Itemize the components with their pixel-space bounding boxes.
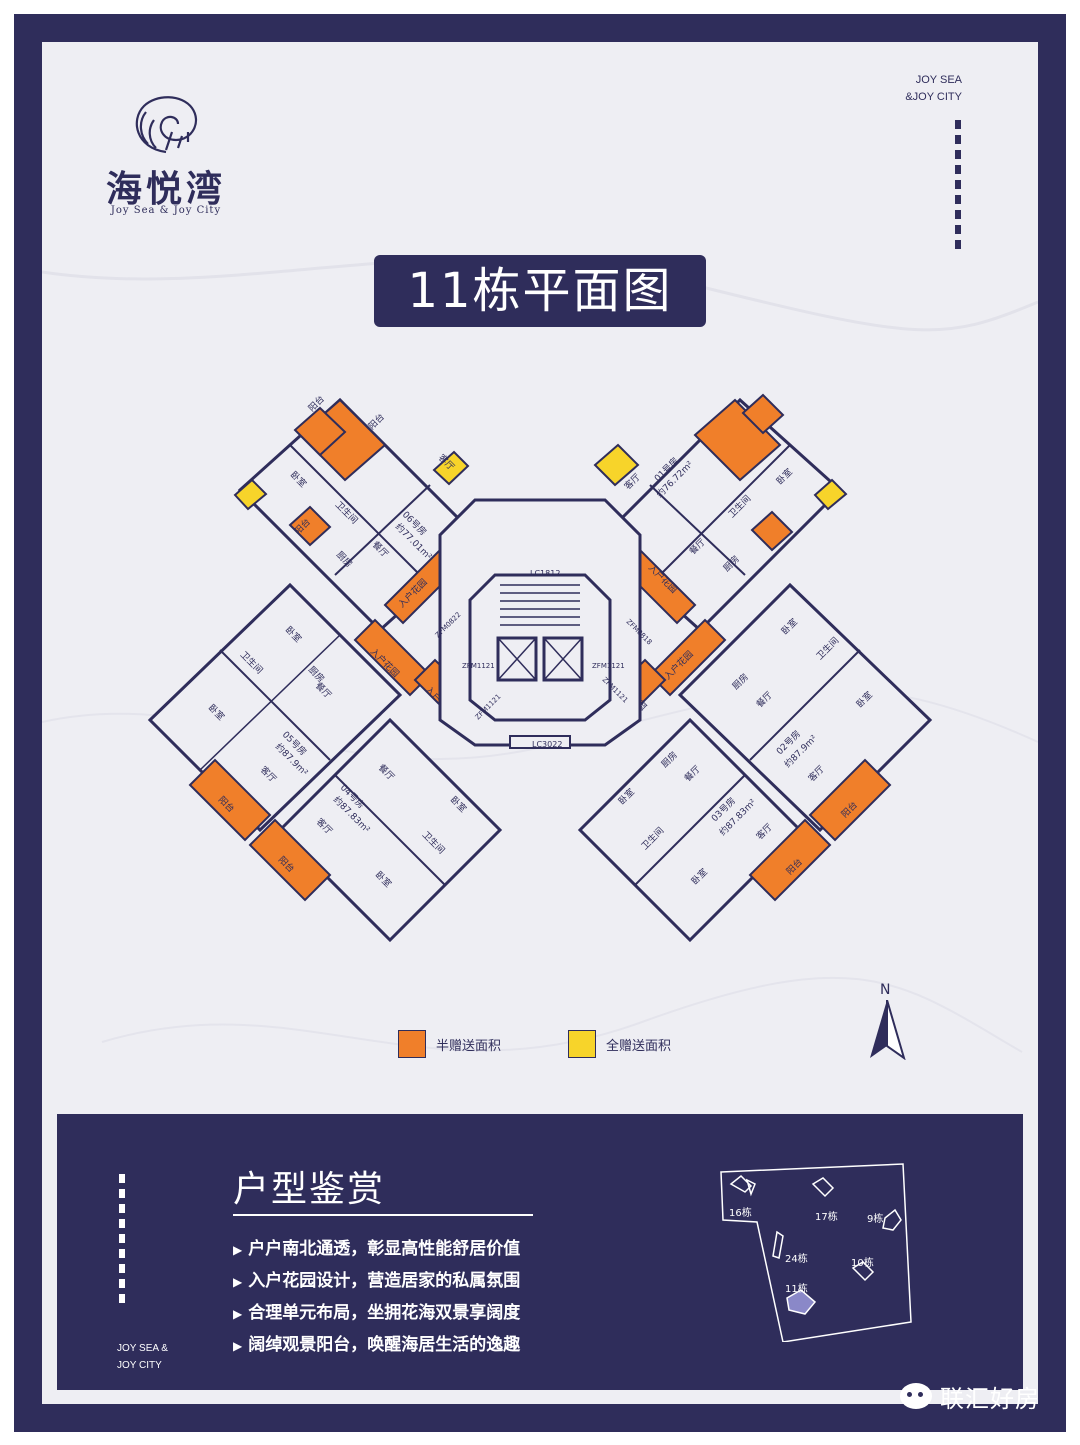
window-label-top: LC1812: [530, 569, 560, 578]
legend-label-full: 全赠送面积: [606, 1038, 672, 1054]
unit-03: 03号房 约87.83m² 卧室 卧室 卫生间 客厅 餐厅 厨房 阳台: [577, 717, 832, 943]
logo-english-name: Joy Sea & Joy City: [110, 205, 222, 216]
features-list: ▶户户南北通透，彰显高性能舒居价值 ▶入户花园设计，营造居家的私属氛围 ▶合理单…: [233, 1234, 520, 1362]
feature-text-2: 入户花园设计，营造居家的私属氛围: [248, 1271, 521, 1291]
site-label-24: 24栋: [785, 1252, 808, 1265]
site-label-11: 11栋: [785, 1282, 808, 1295]
watermark-text: 联汇好房: [940, 1384, 1040, 1413]
watermark: 联汇好房: [900, 1378, 1040, 1414]
north-compass: N: [862, 982, 912, 1062]
legend-full-gifted: 全赠送面积: [568, 1030, 671, 1058]
legend-label-half: 半赠送面积: [436, 1038, 502, 1054]
site-label-16: 16栋: [729, 1206, 752, 1219]
brand-line-1: JOY SEA: [915, 74, 962, 86]
decorative-dots-top: [955, 120, 961, 255]
heading-underline: [233, 1214, 533, 1216]
features-panel: 户型鉴赏 ▶户户南北通透，彰显高性能舒居价值 ▶入户花园设计，营造居家的私属氛围…: [57, 1114, 1023, 1390]
decorative-dots-bottom: [119, 1174, 125, 1309]
site-label-9: 9栋: [867, 1212, 883, 1225]
feature-item: ▶阔绰观景阳台，唤醒海居生活的逸趣: [233, 1335, 521, 1355]
shell-logo-icon: [135, 96, 198, 154]
logo: 海悦湾 Joy Sea & Joy City: [86, 90, 246, 220]
wechat-icon: [900, 1383, 932, 1409]
site-label-10: 10栋: [851, 1256, 874, 1269]
feature-item: ▶入户花园设计，营造居家的私属氛围: [233, 1271, 521, 1291]
feature-item: ▶户户南北通透，彰显高性能舒居价值: [233, 1239, 521, 1259]
legend-swatch-yellow: [568, 1030, 596, 1058]
legend-half-gifted: 半赠送面积: [398, 1030, 501, 1058]
floor-plan: 06号房 约77.01m² 卧室 客厅 阳台 阳台 卫生间 厨房 餐厅 阳台 0…: [147, 393, 933, 943]
site-map: 16栋 17栋 9栋 24栋 10栋 11栋: [720, 1163, 912, 1342]
brand-bottom-line-2: JOY CITY: [117, 1360, 162, 1371]
central-core: LC1812 LC3022 ZFM0822 ZFM0818 ZFM1121 ZF…: [434, 498, 653, 749]
brand-tagline-top: JOY SEA &JOY CITY: [905, 72, 962, 106]
north-arrow-icon: [870, 1000, 906, 1060]
site-label-17: 17栋: [815, 1210, 838, 1223]
legend-swatch-orange: [398, 1030, 426, 1058]
feature-text-1: 户户南北通透，彰显高性能舒居价值: [248, 1239, 521, 1259]
page-title: 11栋平面图: [374, 255, 706, 327]
brand-bottom-line-1: JOY SEA &: [117, 1343, 168, 1354]
logo-chinese-name: 海悦湾: [105, 168, 226, 210]
features-heading: 户型鉴赏: [233, 1169, 386, 1210]
unit-04: 04号房 约87.83m² 卧室 卧室 卫生间 客厅 餐厅 阳台: [248, 717, 503, 943]
unit-05: 05号房 约87.9m² 卧室 卧室 卫生间 客厅 餐厅 厨房 阳台: [147, 582, 403, 842]
door-label-4: ZFM1121: [592, 662, 625, 670]
compass-label: N: [880, 982, 891, 998]
feature-text-3: 合理单元布局，坐拥花海双景享阔度: [248, 1303, 521, 1323]
door-label-3: ZFM1121: [462, 662, 495, 670]
feature-item: ▶合理单元布局，坐拥花海双景享阔度: [233, 1303, 521, 1323]
window-label-bottom: LC3022: [532, 740, 562, 749]
brand-tagline-bottom: JOY SEA & JOY CITY: [117, 1340, 168, 1374]
brand-line-2: &JOY CITY: [905, 91, 962, 103]
unit-02: 02号房 约87.9m² 卧室 卧室 卫生间 客厅 餐厅 厨房 阳台: [677, 582, 933, 842]
feature-text-4: 阔绰观景阳台，唤醒海居生活的逸趣: [248, 1335, 521, 1355]
